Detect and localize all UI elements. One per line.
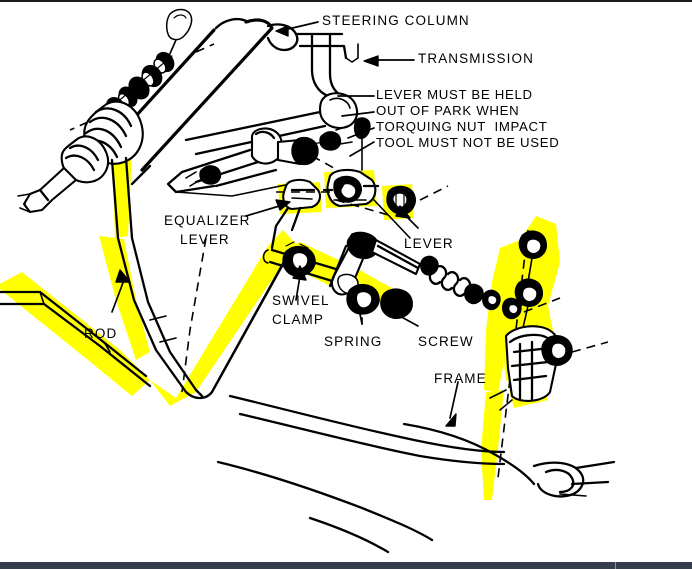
spring-coil bbox=[420, 255, 484, 305]
note-line-1: LEVER MUST BE HELD bbox=[376, 87, 533, 102]
column-boot bbox=[60, 100, 144, 184]
note-line-2: OUT OF PARK WHEN bbox=[376, 103, 520, 118]
top-edge-rule bbox=[0, 0, 692, 2]
label-equalizer-lever-line2: LEVER bbox=[180, 232, 230, 247]
frame-bracket-assembly bbox=[489, 229, 609, 479]
label-swivel-clamp-line1: SWIVEL bbox=[272, 293, 330, 308]
label-screw: SCREW bbox=[418, 334, 474, 349]
screw-hardware bbox=[482, 289, 561, 320]
steering-column-assembly bbox=[17, 8, 299, 214]
label-spring: SPRING bbox=[324, 334, 383, 349]
label-transmission: TRANSMISSION bbox=[418, 51, 534, 66]
label-frame: FRAME bbox=[434, 371, 487, 386]
shift-bracket bbox=[322, 168, 380, 208]
bottom-chrome-divider bbox=[615, 562, 616, 569]
linkage-rod-group bbox=[262, 231, 561, 320]
label-steering-column: STEERING COLUMN bbox=[322, 13, 470, 28]
label-lever: LEVER bbox=[404, 236, 454, 251]
frame-rail bbox=[216, 394, 616, 554]
transmission-shift-shaft bbox=[166, 125, 353, 197]
label-equalizer-lever-line1: EQUALIZER bbox=[164, 213, 251, 228]
label-rod: ROD bbox=[84, 326, 118, 341]
control-rod bbox=[0, 156, 294, 400]
bottom-chrome-bar bbox=[0, 562, 692, 569]
note-line-4: TOOL MUST NOT BE USED bbox=[376, 135, 560, 150]
leader-lines bbox=[111, 21, 459, 427]
note-line-3: TORQUING NUT IMPACT bbox=[376, 119, 548, 134]
label-swivel-clamp-line2: CLAMP bbox=[272, 312, 325, 327]
swivel-clamp bbox=[282, 241, 316, 277]
